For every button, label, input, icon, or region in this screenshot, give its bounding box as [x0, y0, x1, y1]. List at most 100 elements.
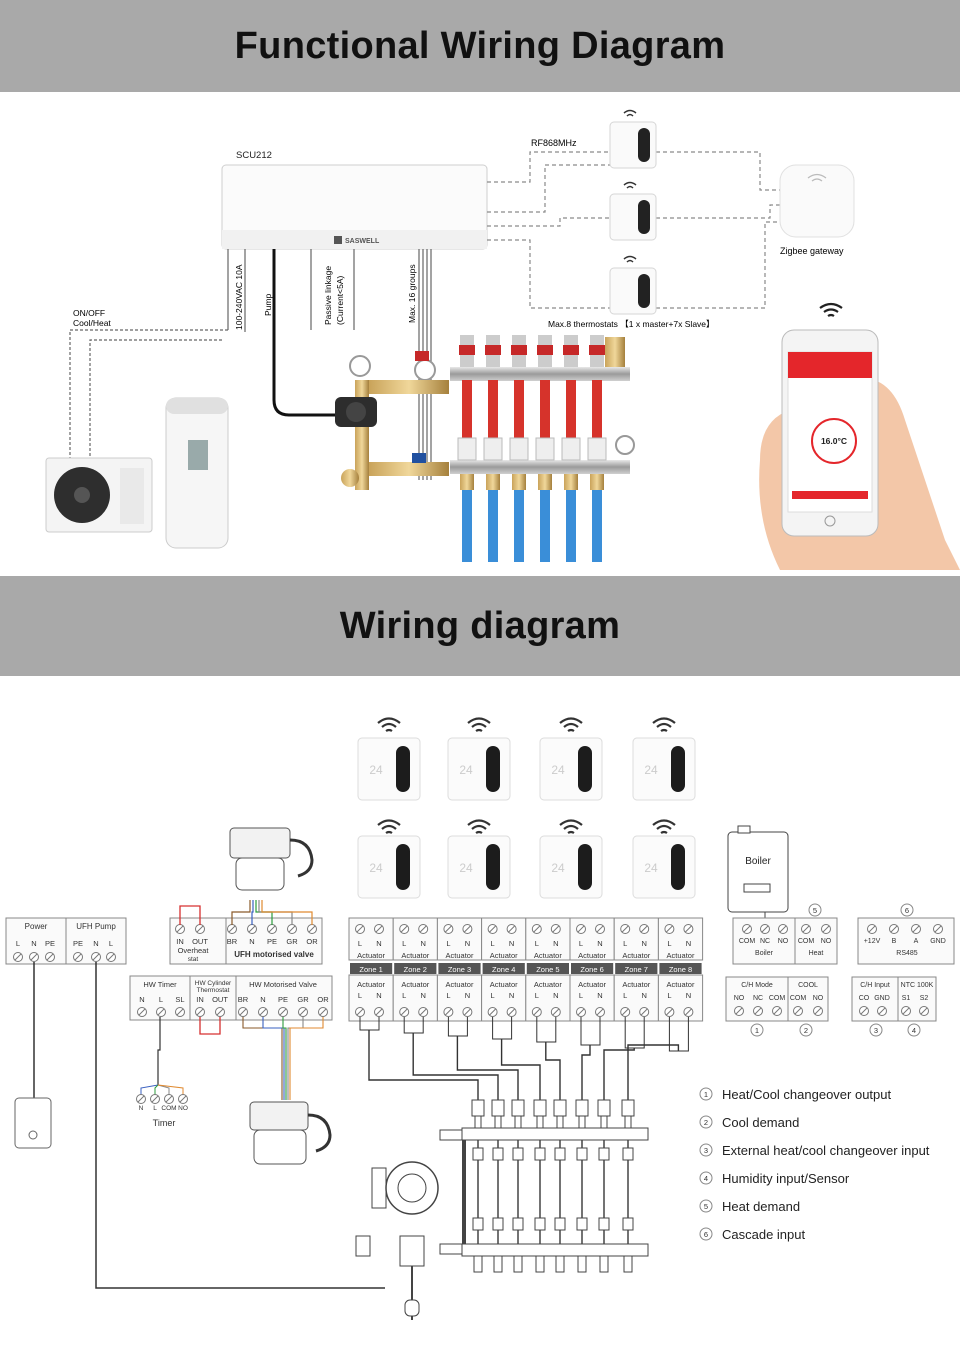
terminal-label: B — [892, 938, 897, 945]
number-badge — [699, 1143, 713, 1157]
section-title: Wiring diagram — [339, 604, 621, 647]
terminal-label: +12V — [864, 938, 881, 945]
wire — [95, 962, 385, 1289]
legend-item: Humidity input/Sensor — [722, 1171, 850, 1186]
rs485-caption: RS485 — [896, 950, 918, 957]
terminal-label: N — [686, 939, 691, 948]
ufh-valve-title: UFH motorised valve — [234, 950, 314, 959]
terminal-label: IN — [196, 995, 204, 1004]
thermostat: 24 — [447, 737, 511, 801]
terminal-label: L — [623, 991, 627, 1000]
wire — [581, 1045, 591, 1100]
wire — [157, 1084, 170, 1095]
terminal-label: PE — [267, 937, 277, 946]
terminal-label: GND — [874, 995, 890, 1002]
hw-cylinder-title: HW Cylinder — [195, 980, 232, 987]
zigbee-gateway — [779, 164, 855, 238]
wifi-icon — [377, 717, 401, 732]
terminal-label: CO — [859, 995, 870, 1002]
controller-wires — [69, 249, 432, 480]
ch-input-title: C/H Input — [860, 982, 890, 989]
wifi-icon — [559, 717, 583, 732]
zone-tag — [615, 963, 658, 974]
terminal-label: N — [376, 939, 381, 948]
terminal-label: NO — [813, 995, 824, 1002]
zone-tag — [438, 963, 481, 974]
wifi-icon — [467, 717, 491, 732]
actuator-label: Actuator — [446, 980, 474, 989]
actuator-label: Actuator — [446, 951, 474, 960]
number-badge-label: 4 — [704, 1174, 708, 1183]
max-thermostats-label: Max.8 thermostats 【1 x master+7x Slave】 — [548, 319, 715, 329]
wire — [282, 1017, 287, 1100]
number-badge — [699, 1227, 713, 1241]
heat-caption: Heat — [809, 950, 824, 957]
on-off-label: ON/OFF — [73, 308, 105, 318]
terminal-label: N — [376, 991, 381, 1000]
actuator-label: Actuator — [401, 951, 429, 960]
number-badge — [699, 1115, 713, 1129]
actuator-label: Actuator — [667, 951, 695, 960]
rf-label: RF868MHz — [531, 138, 577, 148]
terminal-label: L — [358, 991, 362, 1000]
terminal-label: N — [597, 939, 602, 948]
manifold — [450, 335, 635, 562]
terminal-label: L — [446, 939, 450, 948]
terminal-label: L — [667, 991, 671, 1000]
terminal-label: N — [260, 995, 265, 1004]
number-badge — [699, 1171, 713, 1185]
number-badge-label: 6 — [905, 906, 909, 915]
boiler-caption: Boiler — [755, 950, 774, 957]
hw-valve-block — [235, 975, 333, 1021]
terminal-label: L — [446, 991, 450, 1000]
terminal-label: OUT — [212, 995, 228, 1004]
terminal-label: N — [249, 937, 254, 946]
zone-label: Zone 5 — [536, 965, 559, 974]
boiler-icon — [727, 825, 789, 925]
terminal-label: NO — [734, 995, 745, 1002]
thermostat-display: 24 — [551, 861, 565, 875]
terminal-label: N — [139, 995, 144, 1004]
number-badge-label: 2 — [704, 1118, 708, 1127]
manifold-drawing — [355, 1099, 649, 1320]
thermostat: 24 — [357, 835, 421, 899]
thermostat-display: 24 — [459, 861, 473, 875]
number-badge — [799, 1023, 813, 1037]
zone-bottom-block — [657, 974, 704, 1022]
hw-motorised-valve — [249, 1101, 332, 1165]
terminal-label: N — [139, 1105, 144, 1112]
thermostat-2 — [609, 181, 657, 241]
terminal-label: L — [579, 939, 583, 948]
zone-label: Zone 7 — [625, 965, 648, 974]
terminal-label: OR — [317, 995, 329, 1004]
thermostat: 24 — [357, 737, 421, 801]
wire — [157, 1017, 161, 1085]
terminal-label: L — [159, 995, 163, 1004]
thermostat-display: 24 — [459, 763, 473, 777]
wifi-icon — [467, 819, 491, 834]
actuator-label: Actuator — [578, 951, 606, 960]
functional-diagram: SCU212 SASWELL RF868MHz Max.8 thermostat… — [0, 92, 960, 576]
wire — [242, 1017, 283, 1100]
wire — [262, 1017, 285, 1100]
wifi-icon — [819, 302, 843, 317]
terminal-label: GND — [930, 938, 946, 945]
number-badge — [699, 1087, 713, 1101]
actuator-label: Actuator — [534, 951, 562, 960]
terminal-label: L — [153, 1105, 157, 1112]
section-banner: Wiring diagram — [0, 576, 960, 676]
wire — [289, 1017, 324, 1100]
terminal-label: COM — [798, 938, 815, 945]
terminal-label: N — [553, 991, 558, 1000]
terminal-label: N — [465, 939, 470, 948]
actuator-label: Actuator — [578, 980, 606, 989]
rf-links — [487, 151, 780, 309]
zone-tag — [526, 963, 569, 974]
timer-label: Timer — [153, 1118, 176, 1128]
thermostat-display: 24 — [369, 763, 383, 777]
terminal-label: N — [509, 939, 514, 948]
terminal-label: PE — [45, 939, 55, 948]
pump-cable — [272, 249, 345, 417]
